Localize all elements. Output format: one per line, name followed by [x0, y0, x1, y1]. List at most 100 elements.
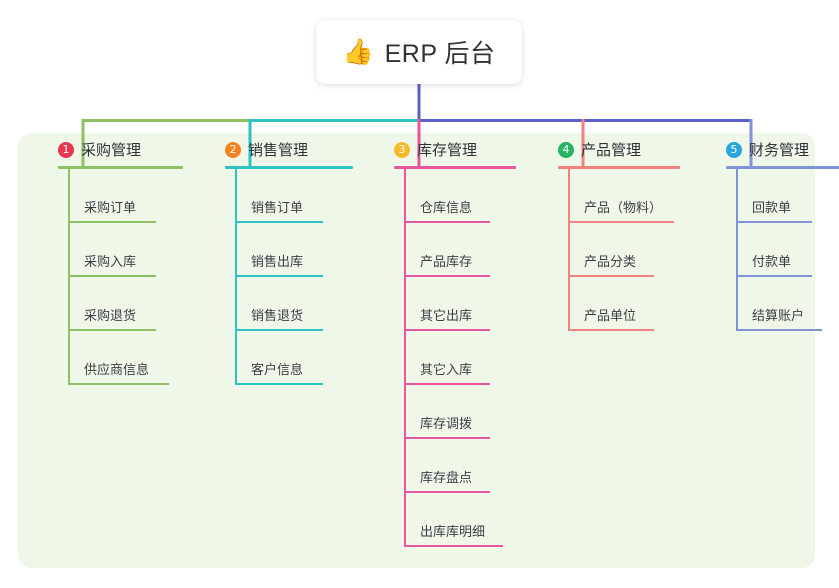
- branch-item-rule: [736, 275, 812, 277]
- branch-header-2[interactable]: 2 销售管理: [205, 133, 373, 166]
- branch-item-list: 采购订单采购入库采购退货供应商信息: [68, 169, 203, 385]
- branch-item[interactable]: 销售订单: [235, 169, 373, 223]
- branch-item-list: 产品（物料） 产品分类产品单位: [568, 169, 703, 331]
- diagram-panel: [18, 133, 815, 568]
- branch-item[interactable]: 产品库存: [404, 223, 539, 277]
- branch-item-label: 销售退货: [251, 308, 304, 323]
- branch-spine: [568, 169, 570, 331]
- branch-item-label: 产品单位: [584, 308, 637, 323]
- branch-item[interactable]: 其它出库: [404, 277, 539, 331]
- branch-column-3: 3 库存管理仓库信息产品库存其它出库其它入库库存调拨库存盘点出库库明细: [374, 133, 539, 547]
- branch-item-rule: [568, 275, 654, 277]
- branch-item-label: 其它入库: [420, 362, 473, 377]
- branch-item-label: 其它出库: [420, 308, 473, 323]
- branch-spine: [235, 169, 237, 385]
- branch-item[interactable]: 销售出库: [235, 223, 373, 277]
- branch-item-list: 销售订单销售出库销售退货客户信息: [235, 169, 373, 385]
- branch-number-badge: 2: [225, 141, 241, 158]
- branch-item-rule: [404, 383, 490, 385]
- branch-item[interactable]: 库存调拨: [404, 385, 539, 439]
- branch-column-4: 4 产品管理产品（物料） 产品分类产品单位: [538, 133, 703, 331]
- bus-segment-green: [83, 119, 250, 122]
- branch-item-list: 回款单付款单结算账户: [736, 169, 834, 331]
- branch-spine: [68, 169, 70, 385]
- branch-title: 采购管理: [81, 142, 142, 159]
- branch-item-rule: [235, 383, 323, 385]
- branch-number-badge: 3: [394, 141, 410, 158]
- branch-item[interactable]: 产品（物料）: [568, 169, 703, 223]
- branch-item-rule: [235, 275, 323, 277]
- branch-header-3[interactable]: 3 库存管理: [374, 133, 539, 166]
- bus-segment-purple: [419, 119, 751, 122]
- branch-item[interactable]: 回款单: [736, 169, 834, 223]
- branch-item-rule: [404, 491, 490, 493]
- branch-header-rule: [726, 166, 839, 169]
- branch-item-label: 销售订单: [251, 200, 304, 215]
- branch-header-rule: [558, 166, 680, 169]
- branch-title: 产品管理: [581, 142, 642, 159]
- branch-spine: [736, 169, 738, 331]
- branch-item-label: 库存调拨: [420, 416, 473, 431]
- branch-item[interactable]: 销售退货: [235, 277, 373, 331]
- branch-item-rule: [68, 221, 156, 223]
- branch-item[interactable]: 采购退货: [68, 277, 203, 331]
- branch-item-list: 仓库信息产品库存其它出库其它入库库存调拨库存盘点出库库明细: [404, 169, 539, 547]
- branch-item[interactable]: 出库库明细: [404, 493, 539, 547]
- branch-item[interactable]: 采购订单: [68, 169, 203, 223]
- branch-item[interactable]: 结算账户: [736, 277, 834, 331]
- branch-item[interactable]: 采购入库: [68, 223, 203, 277]
- branch-item[interactable]: 仓库信息: [404, 169, 539, 223]
- thumbs-up-icon: 👍: [342, 37, 374, 66]
- root-node-title: ERP 后台: [384, 40, 496, 68]
- branch-number-badge: 4: [558, 141, 574, 158]
- root-node-card[interactable]: 👍 ERP 后台: [316, 20, 522, 84]
- branch-header-4[interactable]: 4 产品管理: [538, 133, 703, 166]
- branch-item-rule: [68, 383, 169, 385]
- branch-item-label: 销售出库: [251, 254, 304, 269]
- branch-item-rule: [68, 275, 156, 277]
- branch-column-2: 2 销售管理销售订单销售出库销售退货客户信息: [205, 133, 373, 385]
- branch-title: 库存管理: [417, 142, 478, 159]
- branch-item-rule: [404, 437, 490, 439]
- branch-item-rule: [404, 275, 490, 277]
- branch-item[interactable]: 其它入库: [404, 331, 539, 385]
- branch-spine: [404, 169, 406, 547]
- branch-item-rule: [736, 221, 812, 223]
- branch-item-rule: [568, 221, 674, 223]
- branch-item[interactable]: 产品分类: [568, 223, 703, 277]
- branch-item[interactable]: 付款单: [736, 223, 834, 277]
- branch-item-label: 结算账户: [752, 308, 805, 323]
- branch-item-label: 客户信息: [251, 362, 304, 377]
- branch-header-rule: [58, 166, 183, 169]
- branch-item-label: 产品库存: [420, 254, 473, 269]
- branch-item-label: 采购入库: [84, 254, 137, 269]
- branch-item-label: 采购订单: [84, 200, 137, 215]
- branch-item-rule: [235, 329, 323, 331]
- branch-item-rule: [568, 329, 654, 331]
- branch-title: 财务管理: [749, 142, 810, 159]
- branch-item-rule: [736, 329, 822, 331]
- bus-segment-teal: [250, 119, 419, 122]
- root-stem: [417, 84, 421, 122]
- branch-item-rule: [235, 221, 323, 223]
- branch-item-rule: [404, 329, 490, 331]
- branch-item-rule: [68, 329, 156, 331]
- branch-header-rule: [394, 166, 516, 169]
- branch-item-rule: [404, 545, 503, 547]
- branch-item[interactable]: 客户信息: [235, 331, 373, 385]
- branch-title: 销售管理: [248, 142, 309, 159]
- branch-item[interactable]: 库存盘点: [404, 439, 539, 493]
- branch-item-label: 采购退货: [84, 308, 137, 323]
- branch-item-label: 产品（物料）: [584, 200, 663, 215]
- branch-item[interactable]: 产品单位: [568, 277, 703, 331]
- branch-item-label: 付款单: [752, 254, 792, 269]
- branch-item[interactable]: 供应商信息: [68, 331, 203, 385]
- branch-item-label: 产品分类: [584, 254, 637, 269]
- branch-item-label: 库存盘点: [420, 470, 473, 485]
- branch-item-label: 回款单: [752, 200, 792, 215]
